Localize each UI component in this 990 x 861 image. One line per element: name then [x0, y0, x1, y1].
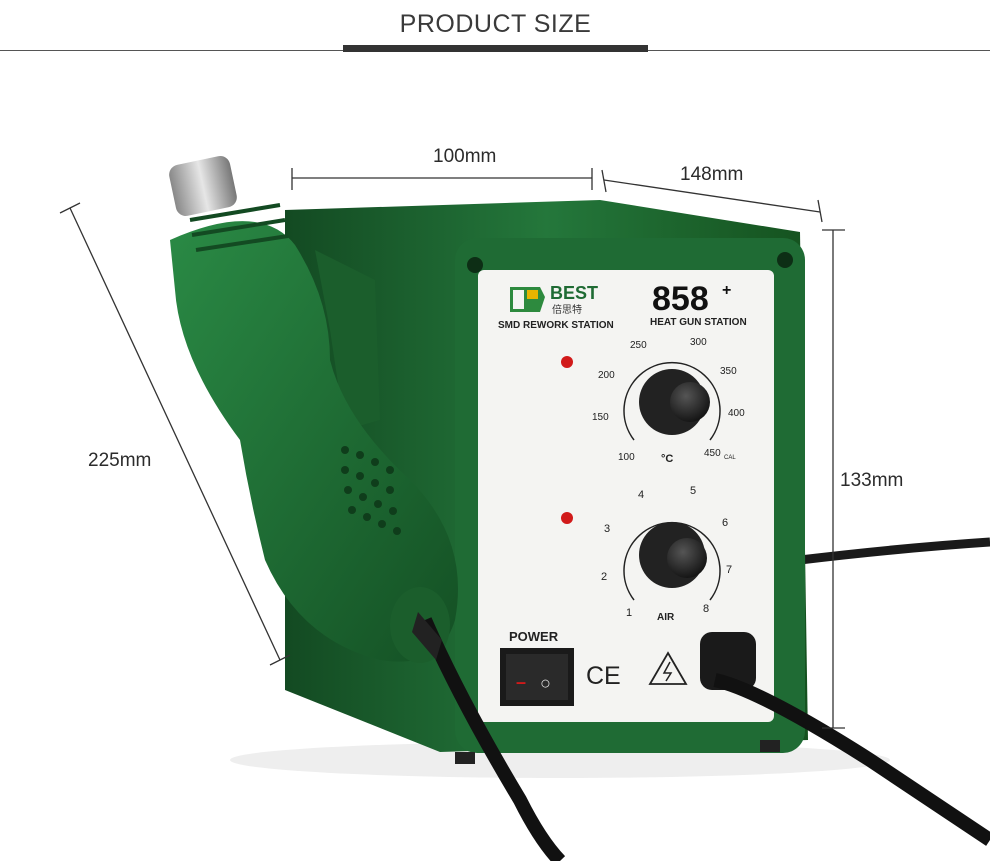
heat-led [561, 356, 573, 368]
cable-strain-relief [412, 612, 442, 660]
air-tick: 5 [690, 485, 696, 497]
air-dial: 1 2 3 4 5 6 7 8 AIR [601, 485, 732, 623]
brand-cn: 倍思特 [552, 303, 582, 316]
temp-tick: 200 [598, 370, 615, 381]
model-subtitle: HEAT GUN STATION [650, 317, 747, 328]
ce-mark: CE [586, 662, 621, 690]
gun-length-dimension-label: 225mm [88, 450, 152, 471]
air-led [561, 512, 573, 524]
header-accent-bar [343, 45, 648, 52]
model-plus: + [722, 282, 731, 299]
temp-tick: 300 [690, 337, 707, 348]
screw-top-left [467, 257, 483, 273]
temp-tick: 450 [704, 448, 721, 459]
front-panel [478, 270, 774, 722]
height-dimension-label: 133mm [840, 470, 904, 491]
width-dimension-label: 100mm [433, 146, 497, 167]
air-tick: 3 [604, 523, 610, 535]
temp-tick: 400 [728, 408, 745, 419]
switch-on-mark: – [516, 672, 526, 692]
temperature-dial: 100 150 200 250 300 350 400 450 CAL °C [592, 337, 745, 465]
air-knob-cap [667, 538, 707, 578]
temperature-knob-cap [670, 382, 710, 422]
heat-gun-handpiece [169, 155, 566, 861]
foot [760, 740, 780, 752]
switch-off-mark: ○ [540, 673, 551, 693]
power-cable [713, 673, 990, 846]
gun-length-dimension-line [69, 207, 281, 661]
high-voltage-icon [648, 651, 688, 685]
depth-dimension-label: 148mm [680, 164, 744, 185]
foot [455, 752, 475, 764]
air-label: AIR [657, 612, 675, 623]
air-tick: 1 [626, 607, 632, 619]
heat-gun-vents [341, 446, 401, 535]
temp-tick: 150 [592, 412, 609, 423]
temp-cal-label: CAL [724, 455, 736, 461]
air-tick: 4 [638, 489, 644, 501]
heat-gun-nozzle [169, 155, 237, 217]
depth-dimension-line [603, 179, 821, 213]
air-tick: 7 [726, 564, 732, 576]
dimension-lines [59, 168, 845, 729]
temp-tick: 250 [630, 340, 647, 351]
screw-top-right [777, 252, 793, 268]
brand-name: BEST [550, 283, 598, 303]
air-tick: 6 [722, 517, 728, 529]
brand-subtitle: SMD REWORK STATION [498, 320, 614, 331]
model-number: 858 [652, 280, 709, 318]
power-label: POWER [509, 629, 559, 644]
power-socket [700, 632, 756, 690]
rear-cable [799, 537, 990, 565]
heat-gun-cable [418, 617, 566, 861]
brand-logo: BEST 倍思特 [510, 283, 598, 316]
air-tick: 2 [601, 571, 607, 583]
temp-tick: 100 [618, 452, 635, 463]
air-tick: 8 [703, 603, 709, 615]
temp-tick: 350 [720, 366, 737, 377]
section-title: PRODUCT SIZE [399, 10, 592, 38]
temp-unit: °C [661, 453, 673, 465]
